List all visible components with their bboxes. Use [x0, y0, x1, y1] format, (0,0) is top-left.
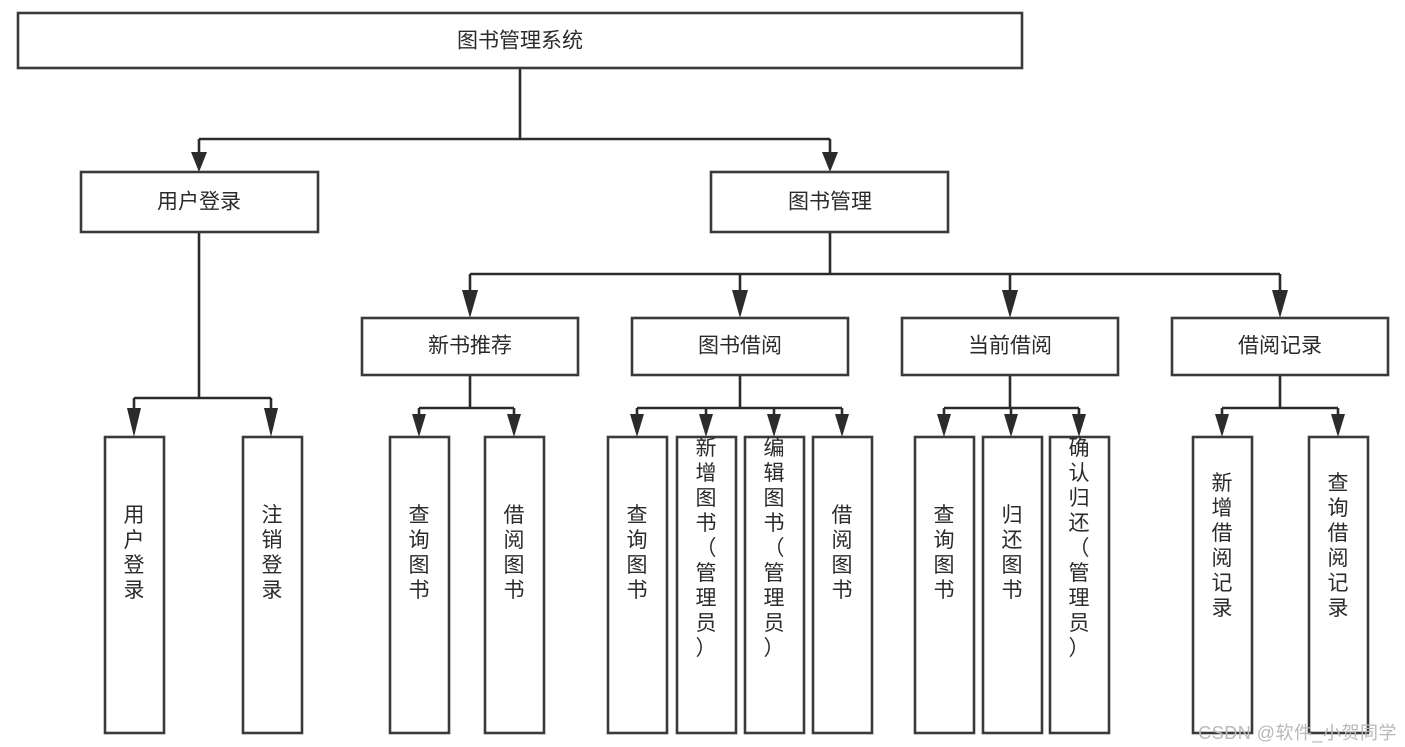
- leaf-return-book-label: 归还图书: [1002, 504, 1023, 602]
- book-borrow-box[interactable]: [630, 316, 850, 377]
- book-borrow-label: 图书借阅: [698, 335, 782, 358]
- arrow-leaf-add-record: [1215, 414, 1229, 437]
- leaf-query-book-3-box[interactable]: [913, 435, 976, 735]
- book-management-box[interactable]: [709, 170, 950, 234]
- leaf-node-query-book-2[interactable]: 查询图书: [606, 435, 669, 735]
- arrow-leaf-borrow-book-2: [835, 414, 849, 437]
- leaf-user-login-label: 用户登录: [124, 504, 145, 602]
- leaf-node-add-record[interactable]: 新增借阅记录: [1191, 435, 1254, 735]
- leaf-query-record-label: 查询借阅记录: [1328, 472, 1349, 620]
- leaf-node-query-book-1[interactable]: 查询图书: [388, 435, 451, 735]
- arrow-leaf-user-login: [127, 408, 141, 437]
- arrow-leaf-edit-book: [767, 414, 781, 437]
- leaf-add-book-label: 新增图书（管理员）: [696, 437, 717, 660]
- current-borrow-label: 当前借阅: [968, 335, 1052, 358]
- book-management-label: 图书管理: [788, 191, 872, 214]
- arrow-leaf-return-book: [1004, 414, 1018, 437]
- leaf-user-login-box[interactable]: [103, 435, 166, 735]
- root-label: 图书管理系统: [457, 30, 583, 53]
- node-new-book-recommend[interactable]: 新书推荐: [360, 316, 580, 377]
- borrow-record-label: 借阅记录: [1238, 335, 1322, 358]
- root-box[interactable]: [16, 11, 1024, 70]
- leaf-node-query-record[interactable]: 查询借阅记录: [1307, 435, 1370, 735]
- leaf-node-add-book[interactable]: 新增图书（管理员）: [675, 435, 738, 735]
- leaf-node-return-book[interactable]: 归还图书: [981, 435, 1044, 735]
- user-login-box[interactable]: [79, 170, 320, 234]
- leaf-add-record-label: 新增借阅记录: [1212, 472, 1233, 620]
- leaf-add-book-box[interactable]: [675, 435, 738, 735]
- arrow-leaf-query-book-1: [412, 414, 426, 437]
- new-book-recommend-label: 新书推荐: [428, 335, 512, 358]
- leaf-edit-book-box[interactable]: [743, 435, 806, 735]
- leaf-add-record-box[interactable]: [1191, 435, 1254, 735]
- arrow-leaf-confirm-return: [1072, 414, 1086, 437]
- leaf-confirm-return-label: 确认归还（管理员）: [1069, 437, 1090, 660]
- leaf-node-logout-login[interactable]: 注销登录: [241, 435, 304, 735]
- leaf-edit-book-label: 编辑图书（管理员）: [764, 437, 785, 660]
- leaf-query-book-3-label: 查询图书: [934, 504, 955, 602]
- leaf-node-edit-book[interactable]: 编辑图书（管理员）: [743, 435, 806, 735]
- node-borrow-record[interactable]: 借阅记录: [1170, 316, 1390, 377]
- arrow-leaf-query-book-3: [937, 414, 951, 437]
- arrow-leaf-query-record: [1331, 414, 1345, 437]
- user-login-label: 用户登录: [157, 191, 241, 214]
- arrow-leaf-borrow-book-1: [507, 414, 521, 437]
- node-current-borrow[interactable]: 当前借阅: [900, 316, 1120, 377]
- borrow-record-box[interactable]: [1170, 316, 1390, 377]
- current-borrow-box[interactable]: [900, 316, 1120, 377]
- arrow-to-current-borrow: [1002, 290, 1018, 318]
- leaf-logout-login-box[interactable]: [241, 435, 304, 735]
- node-book-management[interactable]: 图书管理: [709, 170, 950, 234]
- leaf-borrow-book-2-label: 借阅图书: [832, 504, 853, 602]
- leaf-node-user-login[interactable]: 用户登录: [103, 435, 166, 735]
- node-root-system[interactable]: 图书管理系统: [16, 11, 1024, 70]
- arrow-to-book-management: [822, 152, 838, 172]
- arrow-leaf-add-book: [699, 414, 713, 437]
- connector-layer: [127, 68, 1345, 437]
- node-book-borrow[interactable]: 图书借阅: [630, 316, 850, 377]
- arrow-leaf-logout-login: [264, 408, 278, 437]
- arrow-to-borrow-record: [1272, 290, 1288, 318]
- leaf-query-book-1-box[interactable]: [388, 435, 451, 735]
- leaf-query-book-2-label: 查询图书: [627, 504, 648, 602]
- arrow-leaf-query-book-2: [630, 414, 644, 437]
- leaf-node-query-book-3[interactable]: 查询图书: [913, 435, 976, 735]
- leaf-node-borrow-book-2[interactable]: 借阅图书: [811, 435, 874, 735]
- csdn-watermark: CSDN @软件_小贺同学: [1198, 723, 1397, 743]
- leaf-logout-login-label: 注销登录: [262, 504, 283, 602]
- arrow-to-new-book: [462, 290, 478, 318]
- leaf-borrow-book-1-label: 借阅图书: [504, 504, 525, 602]
- arrow-to-user-login: [191, 152, 207, 172]
- leaf-query-book-1-label: 查询图书: [409, 504, 430, 602]
- leaf-node-borrow-book-1[interactable]: 借阅图书: [483, 435, 546, 735]
- leaf-node-confirm-return[interactable]: 确认归还（管理员）: [1048, 435, 1111, 735]
- leaf-return-book-box[interactable]: [981, 435, 1044, 735]
- leaf-query-record-box[interactable]: [1307, 435, 1370, 735]
- node-user-login[interactable]: 用户登录: [79, 170, 320, 234]
- arrow-to-book-borrow: [732, 290, 748, 318]
- leaf-confirm-return-box[interactable]: [1048, 435, 1111, 735]
- new-book-recommend-box[interactable]: [360, 316, 580, 377]
- leaf-query-book-2-box[interactable]: [606, 435, 669, 735]
- leaf-borrow-book-1-box[interactable]: [483, 435, 546, 735]
- leaf-borrow-book-2-box[interactable]: [811, 435, 874, 735]
